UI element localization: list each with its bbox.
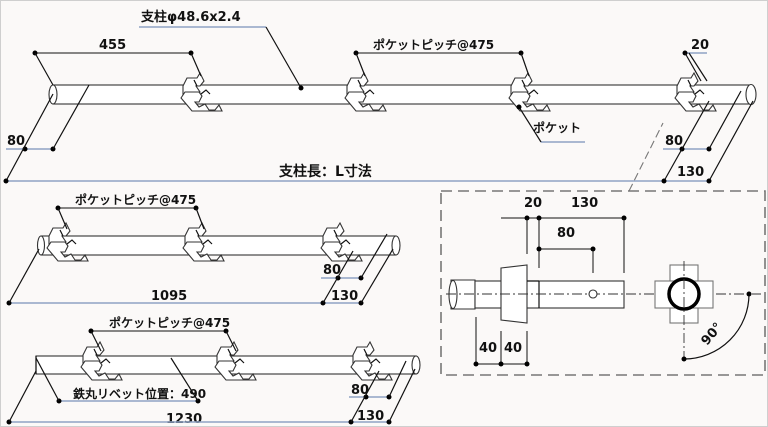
- main-pipe: [52, 84, 752, 105]
- dim-80: 80: [351, 383, 369, 398]
- short-pipe: [40, 235, 397, 256]
- dim-80-left: 80: [7, 134, 25, 149]
- pocket-pitch-label: ポケットピッチ@475: [373, 37, 494, 52]
- length-label: 支柱長：L寸法: [278, 163, 372, 180]
- pipe-spec-label: 支柱φ48.6x2.4: [140, 9, 241, 25]
- long-pipe-drawing: ポケットピッチ@475 鉄丸リベット位置：490 80 130 1230: [6, 315, 421, 427]
- detail-dim-20: 20: [524, 196, 542, 211]
- pocket-pitch-label: ポケットピッチ@475: [75, 192, 196, 207]
- detail-dim-80: 80: [557, 226, 575, 241]
- pocket-detail-view: 20 130 80 40 40 90°: [440, 190, 766, 376]
- detail-dim-130: 130: [571, 196, 598, 211]
- rivet-position-label: 鉄丸リベット位置：490: [73, 386, 206, 401]
- detail-dim-40-a: 40: [479, 341, 497, 356]
- pocket-pitch-label: ポケットピッチ@475: [109, 315, 230, 330]
- pocket-label: ポケット: [533, 120, 581, 135]
- dim-130: 130: [677, 165, 704, 180]
- pocket-top-view: [654, 261, 714, 363]
- short-pipe-drawing: ポケットピッチ@475 80 130 1095: [6, 192, 401, 306]
- pipe-section: [474, 280, 625, 309]
- dim-80: 80: [323, 263, 341, 278]
- length-1095: 1095: [151, 289, 187, 304]
- pipe-end-right: [745, 83, 757, 106]
- main-pipe-drawing: 支柱φ48.6x2.4 455 ポケットピッチ@475 20 ポケット 80 8…: [3, 9, 757, 192]
- rivet-hole: [588, 289, 598, 299]
- dim-130: 130: [331, 289, 358, 304]
- dim-455: 455: [99, 38, 126, 53]
- dim-80-right: 80: [665, 134, 683, 149]
- dim-130: 130: [357, 409, 384, 424]
- length-1230: 1230: [166, 412, 202, 427]
- angle-90: 90°: [699, 320, 726, 348]
- detail-dim-40-b: 40: [504, 341, 522, 356]
- dim-20: 20: [691, 38, 709, 53]
